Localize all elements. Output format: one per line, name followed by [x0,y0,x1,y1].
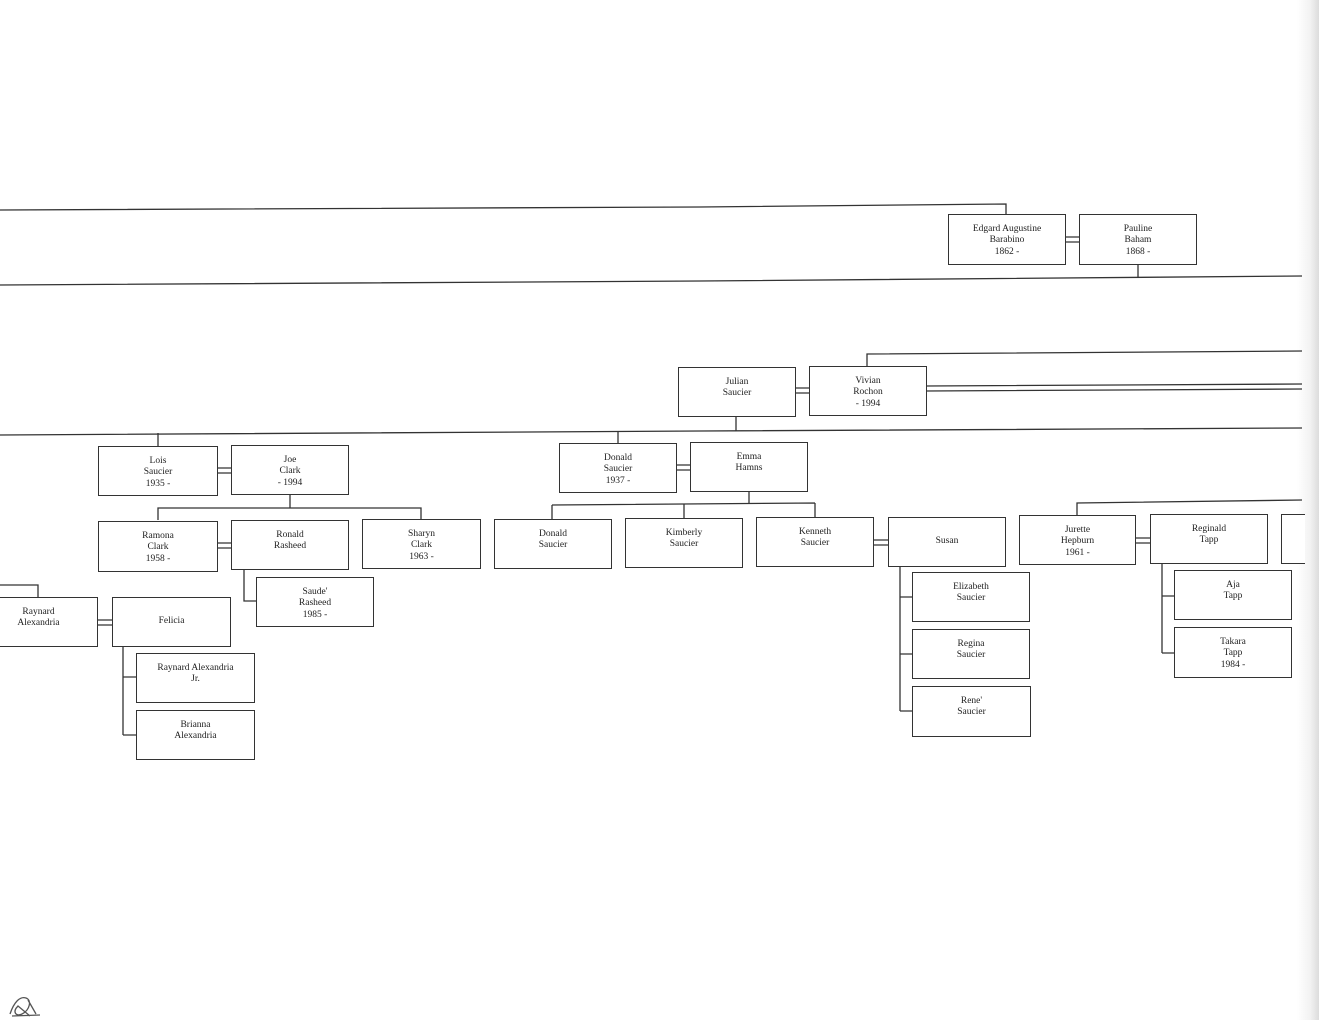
person-name-line: Ronald [276,530,304,540]
person-name-line: Pauline [1123,224,1153,234]
person-name-line: Raynard [22,607,55,617]
person-dates: 1868 - [1125,246,1151,257]
person-raynard-alexandria-jr[interactable]: Raynard Alexandria Jr. [136,653,255,703]
person-surname: Rasheed [298,598,332,609]
person-name-line: Elizabeth [953,582,989,592]
person-surname: Saucier [538,540,568,551]
person-name-line: Saude' [302,587,328,597]
person-name-line: Rene' [960,696,983,706]
person-jurette-hepburn[interactable]: Jurette Hepburn 1961 - [1019,515,1136,565]
person-surname: Barabino [989,235,1025,246]
person-raynard-alexandria[interactable]: Raynard Alexandria [0,597,98,647]
person-name-line: Brianna [180,720,211,730]
person-surname: Tapp [1199,535,1219,546]
person-lois-saucier[interactable]: Lois Saucier 1935 - [98,446,218,496]
person-brianna-alexandria[interactable]: Brianna Alexandria [136,710,255,760]
person-name-line: Jurette [1064,525,1091,535]
person-name-line: Kimberly [665,528,703,538]
person-edgard-barabino[interactable]: Edgard Augustine Barabino 1862 - [948,214,1066,265]
person-dates: 1961 - [1065,547,1090,558]
person-aja-tapp[interactable]: Aja Tapp [1174,570,1292,620]
person-elizabeth-saucier[interactable]: Elizabeth Saucier [912,572,1030,622]
person-name-line: Lois [149,456,167,466]
person-name-line: Donald [539,529,567,539]
person-regina-saucier[interactable]: Regina Saucier [912,629,1030,679]
person-sharyn-clark[interactable]: Sharyn Clark 1963 - [362,519,481,569]
person-reginald-tapp[interactable]: Reginald Tapp [1150,514,1268,564]
person-surname: Clark [410,540,433,551]
person-name-line: Raynard Alexandria [157,663,234,673]
person-surname: Saucier [603,464,633,475]
person-surname: Jr. [191,674,200,685]
person-ramona-clark[interactable]: Ramona Clark 1958 - [98,521,218,572]
person-surname: Clark [147,542,169,553]
person-felicia[interactable]: Felicia [112,597,231,647]
person-dates: 1935 - [145,478,171,489]
person-rene-saucier[interactable]: Rene' Saucier [912,686,1031,737]
person-julian-saucier[interactable]: Julian Saucier [678,367,796,417]
person-surname: Saucier [956,593,986,604]
person-surname: Alexandria [174,731,217,742]
person-emma-hamns[interactable]: Emma Hamns [690,442,808,492]
person-surname: Hepburn [1060,536,1095,547]
person-name-line: Kenneth [798,527,832,537]
person-surname: Saucier [800,538,830,549]
person-surname: Saucier [957,707,986,718]
person-surname: Baham [1124,235,1152,246]
person-name-line: Donald [604,453,632,463]
person-dates: 1985 - [302,609,328,620]
person-name-line: Aja [1226,580,1240,590]
person-surname: Saucier [722,388,752,399]
person-name-line: Vivian [855,376,881,386]
person-name-line: Ramona [142,531,174,541]
person-name-line: Edgard Augustine [972,224,1042,234]
person-saude-rasheed[interactable]: Saude' Rasheed 1985 - [256,577,374,627]
person-surname: Tapp [1223,591,1243,602]
person-name-line: Joe [283,455,297,465]
person-surname: Tapp [1223,648,1243,659]
person-pauline-baham[interactable]: Pauline Baham 1868 - [1079,214,1197,265]
person-kenneth-saucier[interactable]: Kenneth Saucier [756,517,874,567]
person-name-line: Susan [935,536,959,547]
person-susan[interactable]: Susan [888,517,1006,567]
person-vivian-rochon[interactable]: Vivian Rochon - 1994 [809,366,927,416]
person-dates: 1937 - [605,475,631,486]
person-surname: Alexandria [17,618,60,629]
person-name-line: Reginald [1191,524,1227,534]
person-dates: 1958 - [145,553,171,564]
person-dates: 1862 - [994,246,1020,257]
person-surname: Saucier [669,539,699,550]
person-surname: Clark [279,466,301,477]
page-edge-shadow [1297,0,1319,1020]
person-surname: Saucier [143,467,173,478]
person-surname: Rochon [853,387,883,398]
person-name-line: Julian [725,377,749,387]
person-kimberly-saucier[interactable]: Kimberly Saucier [625,518,743,568]
person-name-line: Takara [1220,637,1246,647]
person-dates: - 1994 [277,477,303,488]
person-surname: Rasheed [273,541,307,552]
handwritten-initials-mark-icon [9,996,41,1017]
person-takara-tapp[interactable]: Takara Tapp 1984 - [1174,627,1292,678]
person-dates: 1963 - [409,551,434,562]
person-name-line: Felicia [158,616,185,627]
person-joe-clark[interactable]: Joe Clark - 1994 [231,445,349,495]
person-ronald-rasheed[interactable]: Ronald Rasheed [231,520,349,570]
person-donald-saucier-jr[interactable]: Donald Saucier [494,519,612,569]
person-dates: - 1994 [855,398,881,409]
person-surname: Hamns [735,463,763,474]
person-donald-saucier-sr[interactable]: Donald Saucier 1937 - [559,443,677,493]
person-surname: Saucier [956,650,986,661]
person-name-line: Regina [957,639,985,649]
person-box-cut-off [1281,514,1305,564]
person-name-line: Sharyn [408,529,435,539]
person-dates: 1984 - [1220,659,1246,670]
person-name-line: Emma [736,452,762,462]
